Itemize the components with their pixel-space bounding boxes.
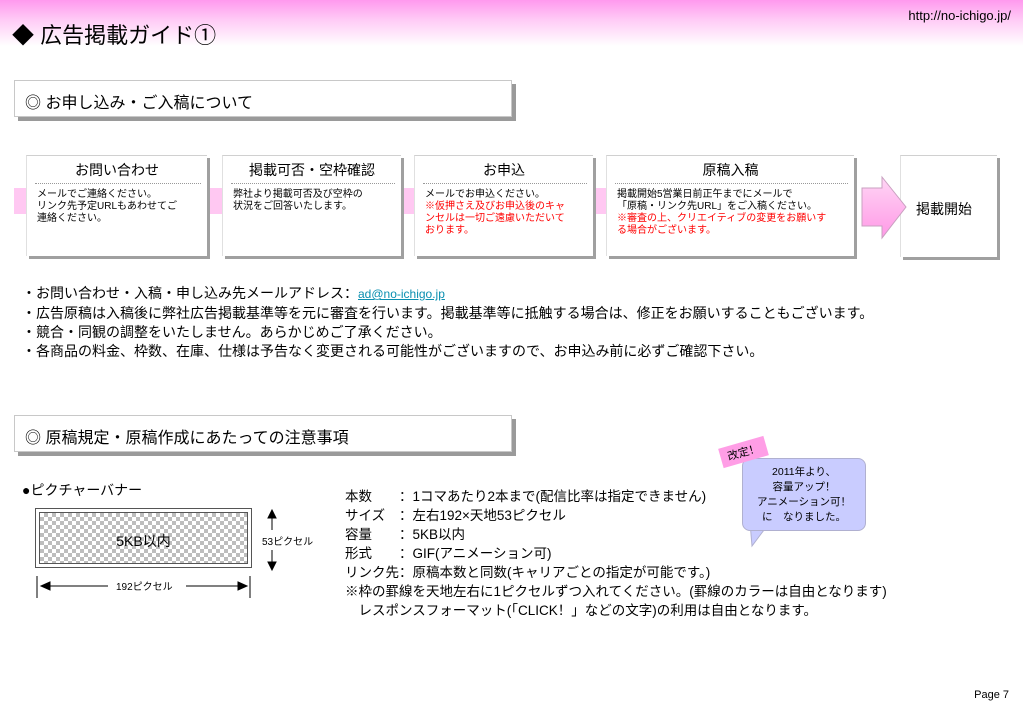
spec-note: ※枠の罫線を天地左右に1ピクセルずつ入れてください。(罫線のカラーは自由となりま… <box>345 584 887 599</box>
spec-value: ：1コマあたり2本まで(配信比率は指定できません) <box>399 489 707 504</box>
arrow-right-icon <box>237 581 249 591</box>
note-competition: ・競合・同観の調整をいたしません。あらかじめご了承ください。 <box>22 324 442 340</box>
flow-tab <box>404 188 414 214</box>
flow-step-start <box>900 155 997 257</box>
flow-step-text: リンク先予定URLもあわせてご <box>37 201 178 212</box>
email-link[interactable]: ad@no-ichigo.jp <box>358 287 445 301</box>
banner-sample: 5KB以内 <box>35 508 252 568</box>
spec-label: 容量 <box>345 527 372 542</box>
header-band <box>0 0 1023 46</box>
flow-step-text: 弊社より掲載可否及び空枠の <box>233 189 363 200</box>
flow-step-inquiry: お問い合わせ メールでご連絡ください。 リンク先予定URLもあわせてご 連絡くだ… <box>26 155 207 256</box>
flow-step-application: お申込 メールでお申込ください。 ※仮押さえ及びお申込後のキャ ンセルは一切ご遠… <box>414 155 593 256</box>
bubble-text: 2011年より、 <box>772 466 836 478</box>
flow-step-text: 「原稿・リンク先URL」をご入稿ください。 <box>617 201 818 212</box>
dimension-arrows <box>36 508 277 598</box>
arrow-up-icon <box>267 508 277 519</box>
flow-arrow-icon <box>861 175 907 240</box>
note-email-prefix: ・お問い合わせ・入稿・申し込み先メールアドレス： <box>22 285 358 301</box>
divider <box>35 183 201 184</box>
spec-row: リンク先：原稿本数と同数(キャリアごとの指定が可能です。) <box>345 563 887 582</box>
flow-step-warning: る場合がございます。 <box>617 225 716 236</box>
page-title: ◆ 広告掲載ガイド① <box>12 23 217 48</box>
flow-tab <box>210 188 222 214</box>
note-review: ・広告原稿は入稿後に弊社広告掲載基準等を元に審査を行います。掲載基準等に抵触する… <box>22 305 874 321</box>
section-title: ◎ お申し込み・ご入稿について <box>25 95 253 112</box>
flow-step-title: 掲載可否・空枠確認 <box>249 162 375 178</box>
notes-list: ・お問い合わせ・入稿・申し込み先メールアドレス：ad@no-ichigo.jp … <box>22 284 873 361</box>
note-email: ・お問い合わせ・入稿・申し込み先メールアドレス：ad@no-ichigo.jp <box>22 284 873 304</box>
flow-tab <box>14 188 26 214</box>
bubble-text: 容量アップ！ <box>772 481 836 493</box>
banner-checker: 5KB以内 <box>39 512 248 564</box>
divider <box>423 183 587 184</box>
flow-step-warning: ※仮押さえ及びお申込後のキャ <box>425 201 565 212</box>
flow-step-text: 状況をご回答いたします。 <box>233 201 352 212</box>
flow-step-warning: ※審査の上、クリエイティブの変更をお願いす <box>617 213 827 224</box>
banner-heading: ●ピクチャーバナー <box>22 482 143 498</box>
flow-step-warning: おります。 <box>425 225 474 236</box>
site-url: http://no-ichigo.jp/ <box>908 8 1011 23</box>
spec-label: 形式 <box>345 546 372 561</box>
spec-value: ：5KB以内 <box>399 527 466 542</box>
spec-label: リンク先 <box>345 565 399 580</box>
banner-width-label: 192ピクセル <box>116 582 173 593</box>
spec-row: 容量 ：5KB以内 <box>345 525 887 544</box>
section-title: ◎ 原稿規定・原稿作成にあたっての注意事項 <box>25 430 349 447</box>
flow-end-label: 掲載開始 <box>916 201 972 217</box>
flow-step-text: メールでお申込ください。 <box>425 189 545 200</box>
flow-step-text: 掲載開始5営業日前正午までにメールで <box>617 189 793 200</box>
flow-tab <box>596 188 606 214</box>
spec-row: サイズ ：左右192×天地53ピクセル <box>345 506 887 525</box>
flow-step-submission: 原稿入稿 掲載開始5営業日前正午までにメールで 「原稿・リンク先URL」をご入稿… <box>606 155 854 256</box>
arrow-down-icon <box>267 561 277 572</box>
spec-label: サイズ <box>345 508 386 523</box>
spec-row: 形式 ：GIF(アニメーション可) <box>345 544 887 563</box>
spec-value: ：原稿本数と同数(キャリアごとの指定が可能です。) <box>399 565 711 580</box>
banner-height-label: 53ピクセル <box>262 537 314 548</box>
divider <box>615 183 848 184</box>
spec-value: ：左右192×天地53ピクセル <box>399 508 566 523</box>
flow-step-title: お申込 <box>483 162 525 178</box>
flow-step-title: お問い合わせ <box>75 162 159 178</box>
spec-value: ：GIF(アニメーション可) <box>399 546 552 561</box>
banner-capacity: 5KB以内 <box>116 533 171 549</box>
update-bubble: 2011年より、 容量アップ！ アニメーション可！ に なりました。 <box>742 458 866 531</box>
spec-list: 本数 ：1コマあたり2本まで(配信比率は指定できません) サイズ ：左右192×天地… <box>345 487 887 620</box>
arrow-left-icon <box>39 581 51 591</box>
flow-step-title: 原稿入稿 <box>702 162 759 178</box>
spec-label: 本数 <box>345 489 372 504</box>
spec-note: レスポンスフォーマット(「CLICK！」などの文字)の利用は自由となります。 <box>345 603 817 618</box>
divider <box>231 183 395 184</box>
bubble-text: に なりました。 <box>762 511 846 523</box>
section-header-application: ◎ お申し込み・ご入稿について <box>14 80 512 117</box>
flow-step-warning: ンセルは一切ご遠慮いただいて <box>425 213 565 224</box>
page-number: Page 7 <box>974 689 1009 701</box>
flow-step-text: 連絡ください。 <box>37 213 107 224</box>
flow-step-text: メールでご連絡ください。 <box>37 189 157 200</box>
flow-step-availability: 掲載可否・空枠確認 弊社より掲載可否及び空枠の 状況をご回答いたします。 <box>222 155 401 256</box>
spec-row: 本数 ：1コマあたり2本まで(配信比率は指定できません) <box>345 487 887 506</box>
bubble-text: アニメーション可！ <box>756 496 852 508</box>
section-header-specs: ◎ 原稿規定・原稿作成にあたっての注意事項 <box>14 415 512 452</box>
note-pricing: ・各商品の料金、枠数、在庫、仕様は予告なく変更される可能性がございますので、お申… <box>22 343 764 359</box>
